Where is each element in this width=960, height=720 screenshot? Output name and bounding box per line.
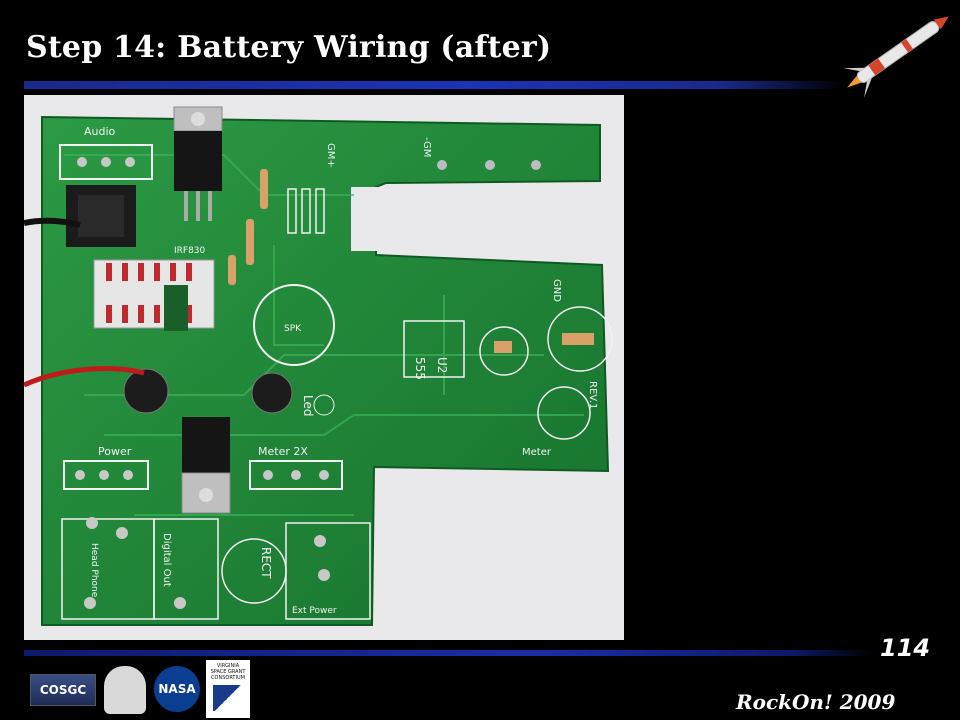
label-digital-out: Digital Out — [161, 533, 172, 587]
label-meter: Meter — [522, 447, 552, 458]
label-555: 555 — [413, 357, 427, 380]
label-gnd-right: GND — [551, 279, 562, 302]
nasa-logo: NASA — [154, 666, 200, 712]
label-u2: U2 — [435, 357, 449, 373]
label-led: Led — [301, 395, 315, 416]
label-gm-plus: GM+ — [325, 143, 336, 168]
emblem-logo — [104, 666, 146, 714]
rocket-icon — [843, 16, 949, 98]
page-number: 114 — [880, 634, 931, 662]
vsgc-logo-line1: VIRGINIA — [216, 663, 240, 669]
label-head-phone: Head Phone — [89, 543, 99, 598]
slide-title: Step 14: Battery Wiring (after) — [26, 30, 552, 65]
label-rev1: REV.1 — [587, 381, 598, 409]
label-gm-minus: -GM — [421, 137, 432, 157]
label-spk: SPK — [284, 324, 302, 334]
sponsor-logos: COSGC NASA VIRGINIA SPACE GRANT CONSORTI… — [30, 660, 250, 718]
vsgc-logo-line2: SPACE GRANT — [210, 669, 246, 675]
footer-text: RockOn! 2009 — [736, 690, 896, 714]
label-power: Power — [98, 445, 132, 458]
label-rect: RECT — [259, 547, 273, 579]
cosgc-logo: COSGC — [30, 674, 96, 706]
cosgc-logo-text: COSGC — [39, 683, 87, 697]
pcb-board-illustration: Audio IRF830 GM+ -GM — [22, 106, 613, 626]
label-irf830: IRF830 — [174, 246, 206, 256]
label-ext-power: Ext Power — [292, 606, 337, 616]
vsgc-logo: VIRGINIA SPACE GRANT CONSORTIUM — [206, 660, 250, 718]
nasa-logo-text: NASA — [158, 682, 196, 696]
vsgc-logo-line3: CONSORTIUM — [211, 675, 245, 681]
footer-divider — [24, 650, 874, 656]
title-divider — [24, 81, 844, 89]
pcb-photo: Audio IRF830 GM+ -GM — [22, 95, 624, 640]
label-meter-2x: Meter 2X — [258, 445, 308, 458]
label-audio: Audio — [84, 125, 116, 138]
